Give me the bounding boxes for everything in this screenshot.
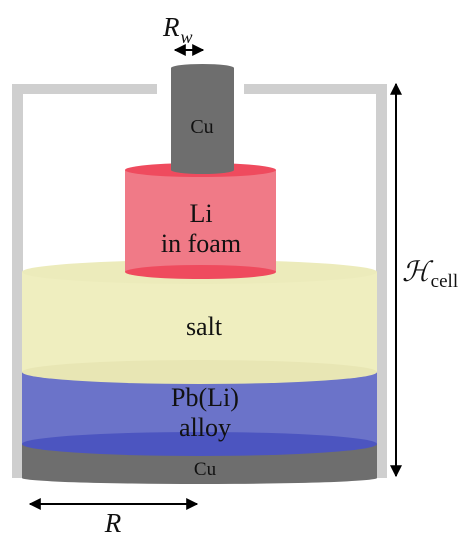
copper-wire bbox=[171, 64, 234, 174]
copper-bottom-label: Cu bbox=[194, 459, 217, 480]
salt-label: salt bbox=[186, 312, 223, 341]
lithium-foam bbox=[125, 163, 276, 279]
casing bbox=[12, 84, 387, 478]
alloy-label-line2: alloy bbox=[179, 413, 231, 442]
cell-height-label: ℋcell bbox=[402, 257, 458, 292]
radius-label: R bbox=[104, 508, 122, 533]
salt-layer bbox=[22, 260, 377, 384]
lithium-label-line1: Li bbox=[189, 199, 212, 228]
lithium-label-line2: in foam bbox=[161, 229, 241, 258]
alloy-label-line1: Pb(Li) bbox=[171, 383, 239, 412]
wire-radius-label: Rw bbox=[162, 12, 193, 47]
copper-top-label: Cu bbox=[190, 116, 213, 138]
